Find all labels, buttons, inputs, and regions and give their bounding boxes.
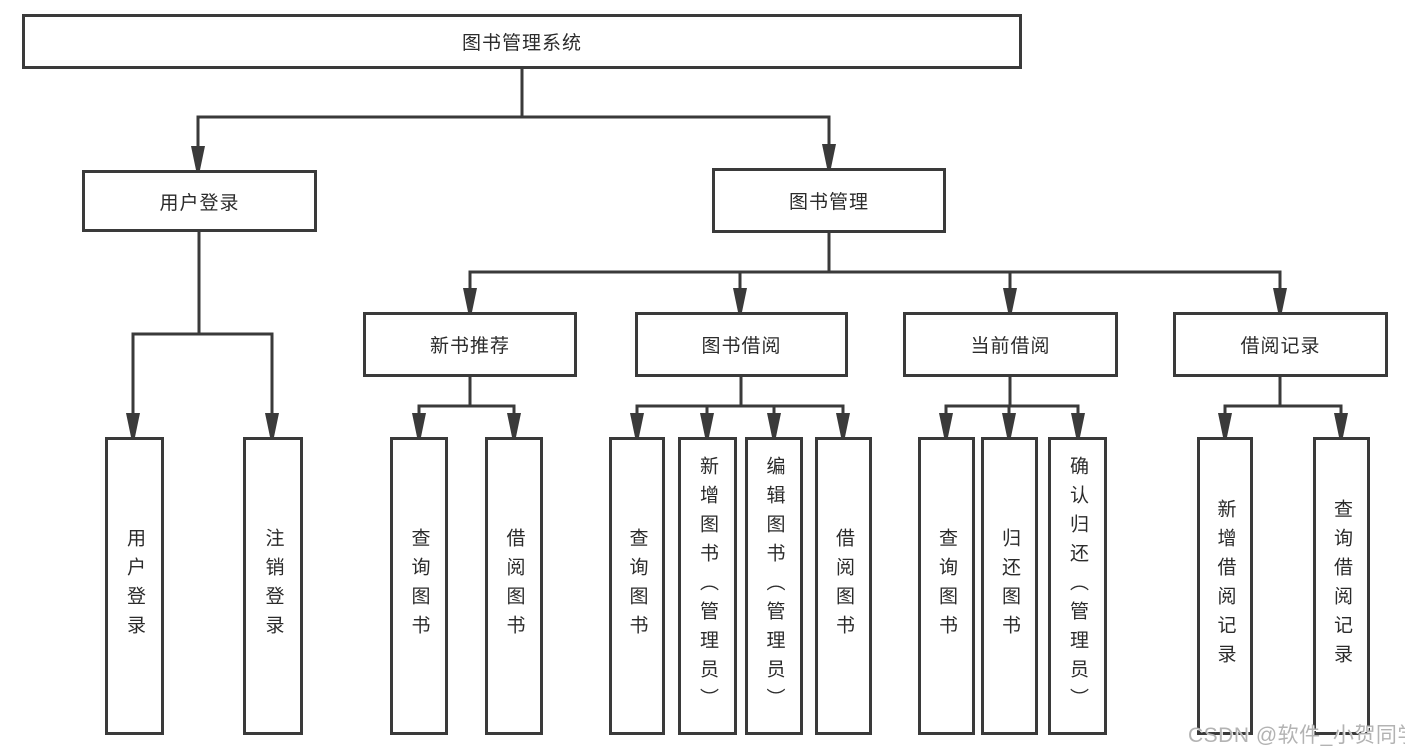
leaf-label: 查询借阅记录 [1331,499,1352,673]
leaf-add-borrow-record: 新增借阅记录 [1197,437,1253,735]
node-label: 新书推荐 [429,336,510,357]
node-library-system: 图书管理系统 [22,14,1022,69]
leaf-edit-books-admin: 编辑图书（管理员） [745,437,803,735]
leaf-label: 确认归还（管理员） [1067,455,1088,717]
leaf-user-login: 用户登录 [105,437,164,735]
arrow-down-icon [1334,413,1348,437]
node-book-management: 图书管理 [712,168,946,233]
node-label: 当前借阅 [970,336,1051,357]
arrow-down-icon [700,413,714,437]
node-label: 用户登录 [159,192,240,214]
arrow-down-icon [836,413,850,437]
node-label: 借阅记录 [1240,336,1321,357]
arrow-down-icon [191,146,205,170]
node-label: 图书借阅 [701,336,782,357]
leaf-query-books-current: 查询图书 [918,437,975,735]
arrow-down-icon [126,413,140,437]
leaf-return-books: 归还图书 [981,437,1038,735]
leaf-logout: 注销登录 [243,437,303,735]
arrow-down-icon [507,413,521,437]
arrow-down-icon [1071,413,1085,437]
leaf-label: 借阅图书 [833,528,854,644]
arrow-down-icon [733,288,747,312]
leaf-query-books-borrow: 查询图书 [609,437,665,735]
arrow-down-icon [1002,413,1016,437]
arrow-down-icon [1273,288,1287,312]
arrow-down-icon [1218,413,1232,437]
arrow-down-icon [630,413,644,437]
leaf-label: 注销登录 [262,528,284,644]
arrow-down-icon [822,144,836,168]
arrow-down-icon [1003,288,1017,312]
leaf-confirm-return-admin: 确认归还（管理员） [1048,437,1107,735]
leaf-query-borrow-record: 查询借阅记录 [1313,437,1370,735]
leaf-query-books-recommend: 查询图书 [390,437,448,735]
node-book-borrowing: 图书借阅 [635,312,848,377]
node-user-login: 用户登录 [82,170,317,232]
leaf-label: 归还图书 [999,528,1020,644]
arrow-down-icon [463,288,477,312]
arrow-down-icon [767,413,781,437]
node-borrowing-records: 借阅记录 [1173,312,1388,377]
node-label: 图书管理 [788,192,869,213]
node-current-borrowing: 当前借阅 [903,312,1118,377]
leaf-borrow-books-recommend: 借阅图书 [485,437,543,735]
csdn-watermark: CSDN @软件_小贺同学 [1188,724,1405,747]
node-label: 图书管理系统 [461,33,582,54]
leaf-label: 编辑图书（管理员） [763,455,785,717]
leaf-label: 查询图书 [408,528,430,644]
leaf-label: 用户登录 [124,528,145,644]
arrow-down-icon [412,413,426,437]
leaf-label: 新增借阅记录 [1214,499,1236,673]
leaf-label: 查询图书 [936,528,957,644]
arrow-down-icon [265,413,279,437]
leaf-add-books-admin: 新增图书（管理员） [678,437,737,735]
leaf-label: 新增图书（管理员） [697,455,718,717]
leaf-label: 借阅图书 [503,528,525,644]
arrow-down-icon [939,413,953,437]
node-new-book-recommend: 新书推荐 [363,312,577,377]
leaf-borrow-books: 借阅图书 [815,437,872,735]
leaf-label: 查询图书 [626,528,648,644]
